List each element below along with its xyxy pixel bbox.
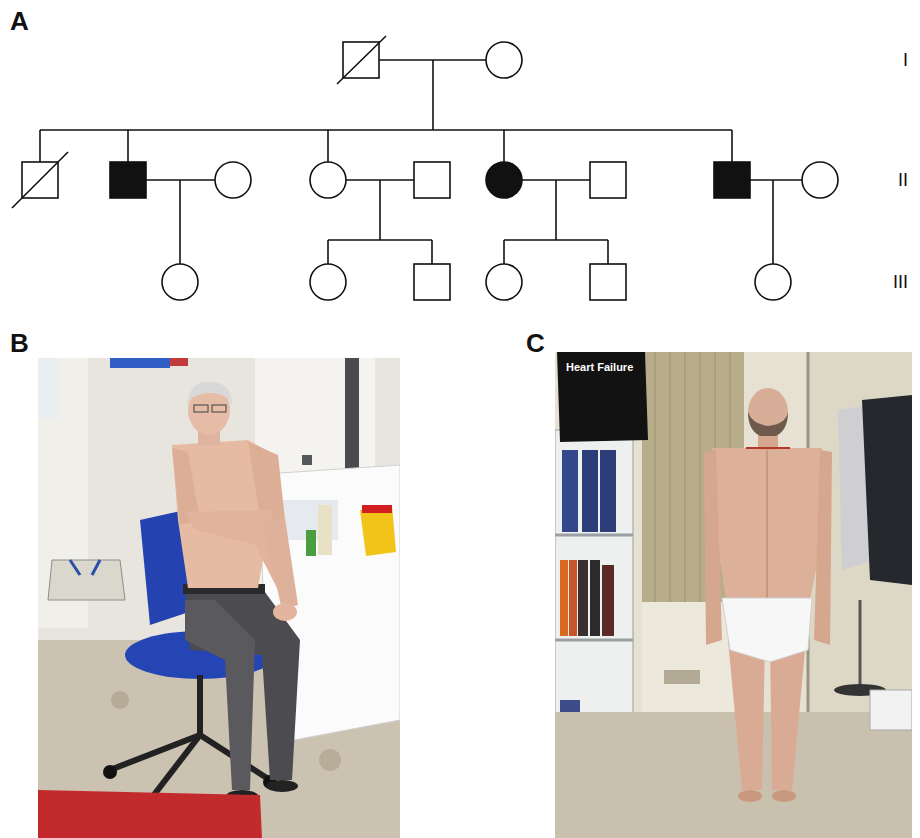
sib-drop bbox=[503, 240, 505, 264]
sib-drop bbox=[327, 240, 329, 264]
deceased-slash bbox=[12, 152, 68, 208]
sib-drop bbox=[127, 130, 129, 162]
panel-letter: A bbox=[10, 8, 29, 34]
sib-drop bbox=[503, 130, 505, 162]
mating-line bbox=[750, 179, 802, 181]
female-unaffected bbox=[755, 264, 791, 300]
generation-number: I bbox=[903, 51, 908, 69]
sib-drop bbox=[431, 240, 433, 264]
generation-number: II bbox=[898, 171, 908, 189]
sibship-line bbox=[40, 129, 732, 131]
female-unaffected bbox=[310, 264, 346, 300]
female-unaffected bbox=[486, 264, 522, 300]
sibship-line bbox=[328, 239, 432, 241]
sib-drop bbox=[39, 130, 41, 162]
bag-print: Heart Failure bbox=[566, 362, 633, 373]
descent-line bbox=[432, 60, 434, 130]
descent-line bbox=[379, 180, 381, 240]
female-unaffected bbox=[162, 264, 198, 300]
female-affected bbox=[486, 162, 522, 198]
female-unaffected bbox=[215, 162, 251, 198]
male-affected bbox=[110, 162, 146, 198]
panel-letter: B bbox=[10, 330, 29, 356]
male-unaffected bbox=[414, 162, 450, 198]
descent-line bbox=[179, 180, 181, 264]
generation-number: III bbox=[893, 273, 908, 291]
sib-drop bbox=[731, 130, 733, 162]
sibship-line bbox=[504, 239, 608, 241]
pedigree bbox=[12, 36, 838, 300]
panel-letter: C bbox=[526, 330, 545, 356]
female-unaffected bbox=[310, 162, 346, 198]
descent-line bbox=[772, 180, 774, 264]
male-unaffected bbox=[590, 264, 626, 300]
deceased-slash bbox=[337, 36, 386, 84]
sib-drop bbox=[327, 130, 329, 162]
sib-drop bbox=[607, 240, 609, 264]
male-affected bbox=[714, 162, 750, 198]
female-unaffected bbox=[802, 162, 838, 198]
male-unaffected bbox=[590, 162, 626, 198]
descent-line bbox=[555, 180, 557, 240]
female-unaffected bbox=[486, 42, 522, 78]
photo-seated-patient bbox=[38, 358, 400, 838]
male-unaffected bbox=[414, 264, 450, 300]
photo-standing-patient bbox=[555, 352, 912, 838]
